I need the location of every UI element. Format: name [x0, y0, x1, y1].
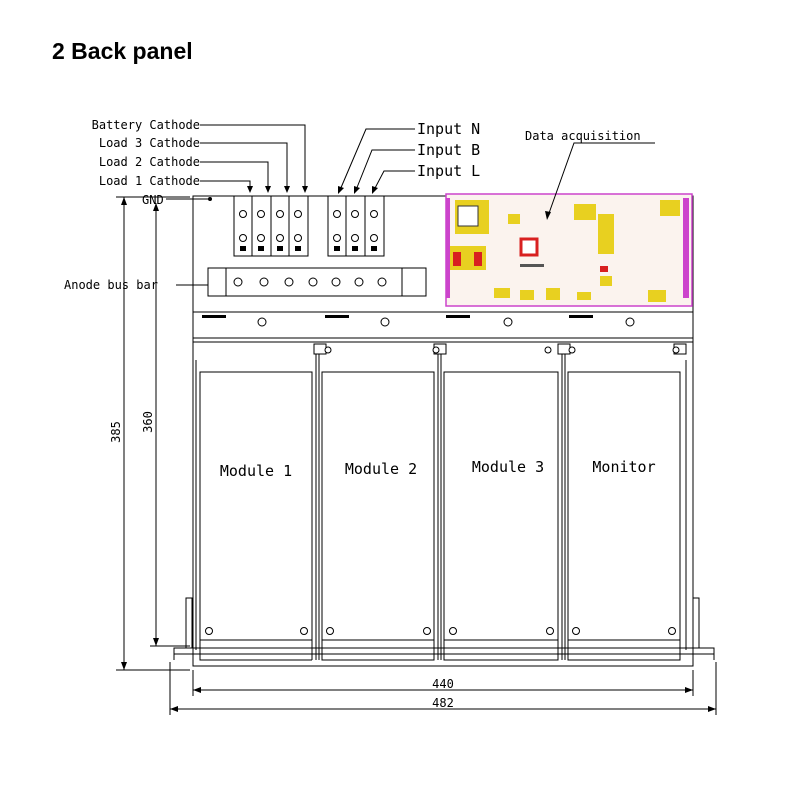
- screw-icon: [546, 627, 554, 635]
- input-l-label: Input L: [417, 162, 480, 180]
- terminal-screw-icon: [239, 234, 247, 242]
- monitor-panel: [567, 371, 681, 641]
- screw-icon: [449, 627, 457, 635]
- anode-bus-bar: [207, 267, 427, 297]
- terminal-marks: [240, 246, 301, 251]
- load2-cathode-label: Load 2 Cathode: [99, 155, 200, 169]
- dimension-lines: [116, 196, 717, 715]
- module-label: Module 1: [220, 462, 292, 480]
- dimension-385: 385: [109, 421, 123, 443]
- module-screws: [205, 627, 676, 635]
- terminal-screw-icon: [370, 210, 378, 218]
- hex-bolt-icon: [308, 277, 318, 287]
- screw-icon: [380, 317, 390, 327]
- load1-cathode-label: Load 1 Cathode: [99, 174, 200, 188]
- screw-icon: [572, 627, 580, 635]
- screw-icon: [300, 627, 308, 635]
- data-acquisition-pcb: [445, 193, 693, 307]
- terminal-screw-icon: [294, 210, 302, 218]
- pcb-chip-red: [519, 237, 539, 257]
- terminal-screw-icon: [257, 210, 265, 218]
- screw-icon: [326, 627, 334, 635]
- terminal-screw-icon: [351, 210, 359, 218]
- terminal-screw-icon: [257, 234, 265, 242]
- terminal-screw-icon: [276, 210, 284, 218]
- hex-bolt-icon: [259, 277, 269, 287]
- terminal-screw-icon: [370, 234, 378, 242]
- gnd-label: GND: [142, 193, 164, 207]
- module-bays: [195, 360, 687, 661]
- terminal-screw-icon: [351, 234, 359, 242]
- hex-bolt-icon: [354, 277, 364, 287]
- page-title: 2 Back panel: [52, 38, 193, 64]
- input-b-label: Input B: [417, 141, 480, 159]
- screw-icon: [257, 317, 267, 327]
- slot: [325, 315, 349, 318]
- input-n-label: Input N: [417, 120, 480, 138]
- screw-icon: [205, 627, 213, 635]
- hex-bolt-icon: [284, 277, 294, 287]
- module-3-panel: [443, 371, 559, 641]
- terminal-screw-icon: [333, 234, 341, 242]
- dimension-482: 482: [432, 696, 454, 710]
- module-label: Module 2: [345, 460, 417, 478]
- module-1-panel: [199, 371, 313, 641]
- hex-bolt-icon: [233, 277, 243, 287]
- terminal-screw-icon: [239, 210, 247, 218]
- anode-bus-bar-label: Anode bus bar: [64, 278, 158, 292]
- hex-bolt-icon: [331, 277, 341, 287]
- pcb-components: [450, 200, 680, 302]
- terminal-screw-icon: [276, 234, 284, 242]
- screw-icon: [423, 627, 431, 635]
- dimension-440: 440: [432, 677, 454, 691]
- screw-icon: [503, 317, 513, 327]
- module-label: Module 3: [472, 458, 544, 476]
- screw-icon: [625, 317, 635, 327]
- latches: [313, 343, 687, 355]
- module-2-panel: [321, 371, 435, 641]
- terminal-screw-icon: [294, 234, 302, 242]
- chassis-outline: [192, 195, 694, 667]
- battery-cathode-label: Battery Cathode: [92, 118, 200, 132]
- strip-screws: [257, 317, 635, 327]
- data-acquisition-label: Data acquisition: [525, 129, 641, 143]
- screw-icon: [668, 627, 676, 635]
- slot: [446, 315, 470, 318]
- strip-slots: [202, 315, 593, 318]
- slot: [569, 315, 593, 318]
- load3-cathode-label: Load 3 Cathode: [99, 136, 200, 150]
- slot: [202, 315, 226, 318]
- module-label: Monitor: [592, 458, 655, 476]
- dimension-360: 360: [141, 411, 155, 433]
- terminal-screw-icon: [333, 210, 341, 218]
- hex-bolt-icon: [377, 277, 387, 287]
